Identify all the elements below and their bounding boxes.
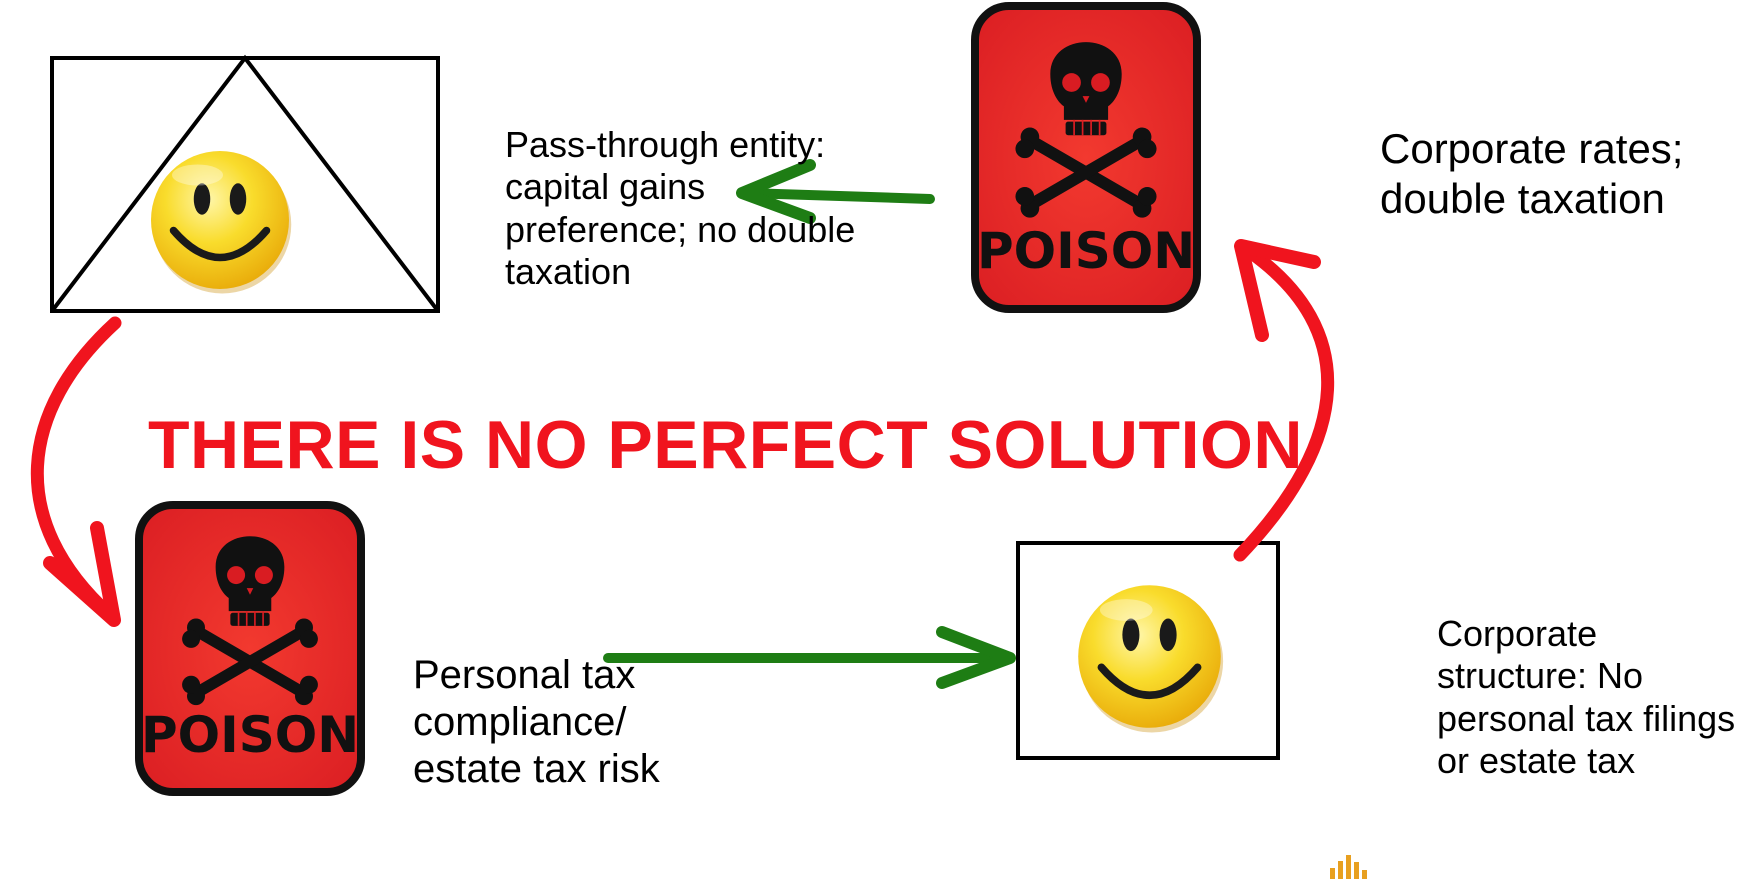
node-label-pass-through: Pass-through entity: capital gains prefe… [505,124,856,293]
poison-sign-bottom-left: POISON [135,501,365,796]
node-label-corporate-rates: Corporate rates; double taxation [1380,125,1684,222]
poison-sign-text: POISON [977,222,1195,280]
green-arrow-left [736,159,935,224]
poison-sign-top-right: POISON [971,2,1201,313]
poison-sign-text: POISON [141,706,359,764]
green-arrow-right [603,626,1016,689]
logo-mark [1330,855,1367,879]
node-label-personal-tax: Personal tax compliance/ estate tax risk [413,653,660,792]
headline: THERE IS NO PERFECT SOLUTION [148,407,1303,483]
red-curved-arrow-right [1233,239,1335,562]
node-label-corporate-structure: Corporate structure: No personal tax fil… [1437,613,1736,782]
red-curved-arrow-left [31,316,122,627]
